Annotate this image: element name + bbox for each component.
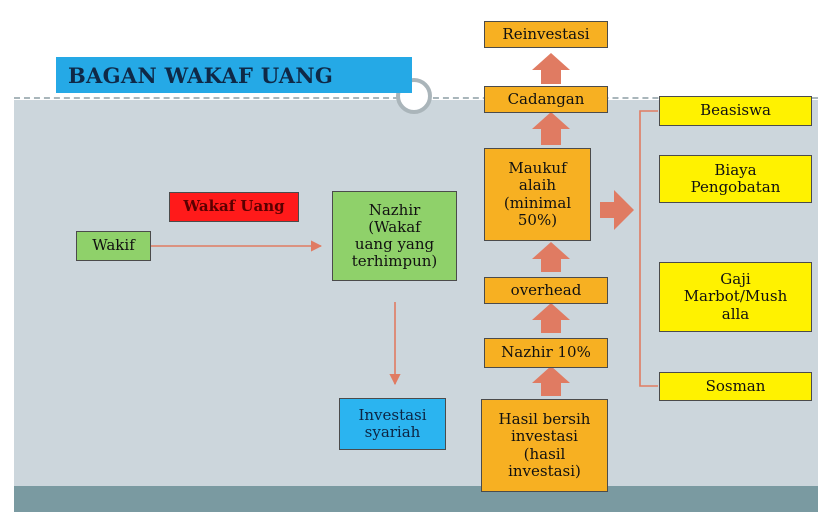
node-maukuf-alaih: Maukuf alaih (minimal 50%) — [484, 148, 591, 241]
node-reinvestasi: Reinvestasi — [484, 21, 608, 48]
node-wakif: Wakif — [76, 231, 151, 261]
node-nazhir: Nazhir (Wakaf uang yang terhimpun) — [332, 191, 457, 281]
node-sosman: Sosman — [659, 372, 812, 401]
node-wakaf-uang: Wakaf Uang — [169, 192, 299, 222]
node-beasiswa: Beasiswa — [659, 96, 812, 126]
diagram-title: BAGAN WAKAF UANG — [56, 57, 412, 93]
node-overhead: overhead — [484, 277, 608, 304]
node-biaya-pengobatan: Biaya Pengobatan — [659, 155, 812, 203]
node-nazhir-10: Nazhir 10% — [484, 338, 608, 368]
node-investasi-syariah: Investasi syariah — [339, 398, 446, 450]
divider-ring-inner — [402, 84, 426, 108]
node-gaji-marbot: Gaji Marbot/Mush alla — [659, 262, 812, 332]
node-cadangan: Cadangan — [484, 86, 608, 113]
slide-footer-band — [14, 486, 818, 512]
node-hasil-bersih-investasi: Hasil bersih investasi (hasil investasi) — [481, 399, 608, 492]
